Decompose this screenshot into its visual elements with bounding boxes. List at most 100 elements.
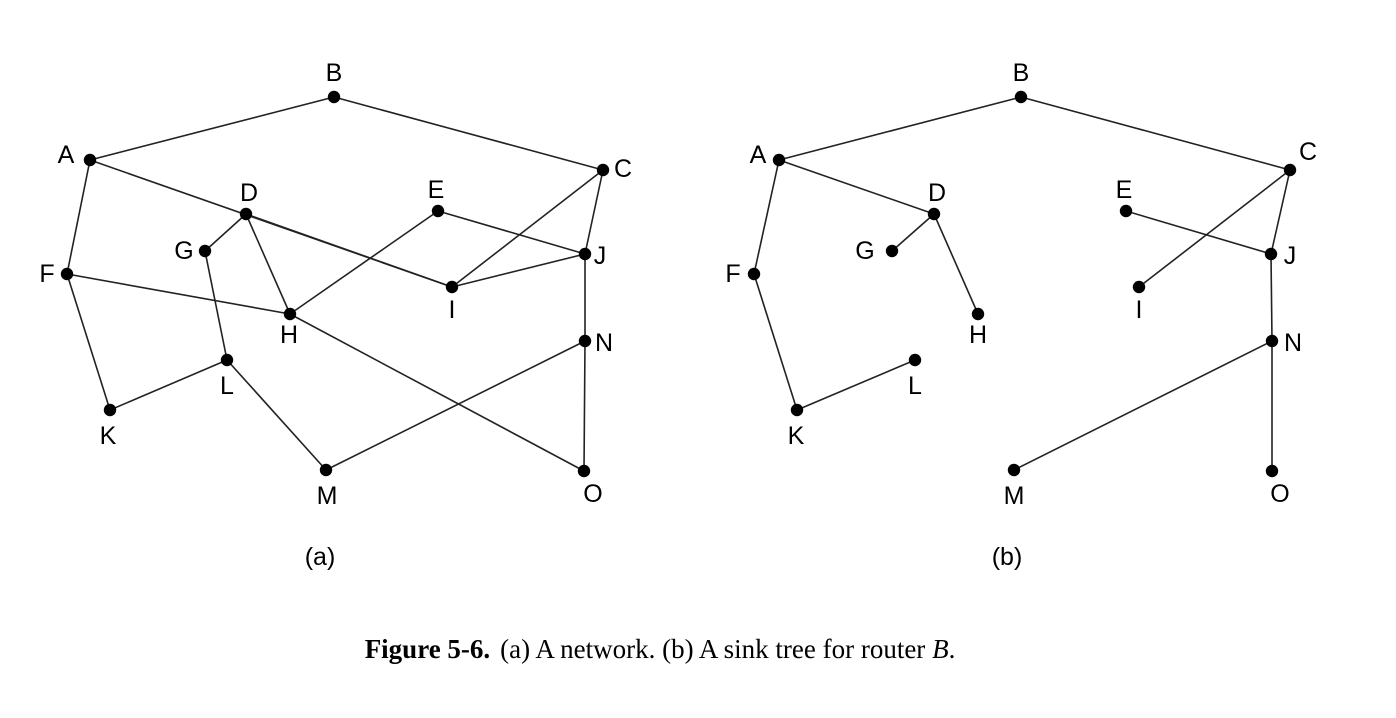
node-a-h [283, 307, 297, 321]
panel-label-a: (a) [305, 543, 336, 571]
node-label-b-m: M [1004, 482, 1025, 510]
figure-caption: Figure 5-6. (a) A network. (b) A sink tre… [0, 634, 1320, 665]
node-a-f [60, 267, 74, 281]
edge-a-e-h [289, 210, 439, 315]
node-b-a [772, 153, 786, 167]
edge-b-k-l [796, 359, 916, 411]
edge-a-n-o [583, 340, 586, 472]
node-label-b-c: C [1299, 138, 1317, 166]
node-label-a-c: C [614, 155, 632, 183]
caption-italic-router: B [932, 634, 949, 664]
node-label-a-j: J [594, 242, 607, 270]
node-label-b-h: H [969, 321, 987, 349]
node-a-b [327, 90, 341, 104]
node-label-b-e: E [1116, 176, 1133, 204]
edge-a-d-i [245, 213, 453, 288]
edge-b-m-n [1013, 340, 1273, 471]
edge-a-g-l [204, 250, 228, 361]
node-b-g [885, 244, 899, 258]
node-label-b-o: O [1270, 480, 1289, 508]
edge-b-d-h [933, 213, 979, 315]
node-label-a-l: L [220, 372, 234, 400]
node-label-a-h: H [280, 321, 298, 349]
node-label-a-d: D [240, 179, 258, 207]
node-label-a-a: A [58, 141, 75, 169]
edge-a-l-m [226, 359, 327, 471]
node-label-a-e: E [428, 176, 445, 204]
edge-a-d-g [204, 213, 247, 252]
node-b-i [1132, 280, 1146, 294]
node-label-b-g: G [855, 237, 874, 265]
node-a-n [578, 334, 592, 348]
edge-a-k-l [109, 359, 228, 411]
node-b-c [1283, 163, 1297, 177]
node-a-o [577, 464, 591, 478]
edge-a-h-o [289, 313, 585, 472]
edge-b-c-j [1270, 169, 1291, 255]
edge-a-a-f [66, 159, 91, 275]
node-b-b [1014, 90, 1028, 104]
edge-a-f-h [66, 273, 291, 315]
edge-b-a-d [778, 159, 935, 215]
node-a-g [198, 244, 212, 258]
node-a-l [220, 353, 234, 367]
caption-period: . [948, 634, 956, 664]
panel-label-b: (b) [992, 543, 1023, 571]
node-label-b-f: F [725, 260, 740, 288]
caption-text: (a) A network. (b) A sink tree for route… [500, 634, 933, 664]
edge-a-a-b [89, 96, 335, 161]
edge-a-d-h [245, 213, 291, 315]
node-b-f [747, 267, 761, 281]
node-a-e [431, 204, 445, 218]
node-label-a-o: O [583, 480, 602, 508]
node-b-h [971, 307, 985, 321]
node-b-j [1264, 247, 1278, 261]
edge-b-a-f [753, 159, 780, 275]
node-b-n [1265, 334, 1279, 348]
node-a-k [103, 403, 117, 417]
node-a-a [83, 153, 97, 167]
panel-b-sink-tree: A B C D E F G H I J K L M N O (b) [725, 59, 1317, 571]
edge-b-e-j [1125, 210, 1272, 255]
node-b-m [1007, 463, 1021, 477]
edge-b-f-k [753, 273, 798, 411]
node-label-b-i: I [1136, 296, 1143, 324]
node-a-j [578, 247, 592, 261]
node-label-a-f: F [39, 260, 54, 288]
edge-a-i-j [451, 253, 586, 288]
node-label-b-j: J [1284, 242, 1297, 270]
node-label-a-k: K [100, 422, 117, 450]
node-a-m [319, 463, 333, 477]
node-label-a-n: N [595, 329, 613, 357]
node-b-k [790, 403, 804, 417]
node-label-a-b: B [326, 59, 343, 87]
edge-b-c-i [1138, 169, 1291, 288]
node-a-i [445, 280, 459, 294]
node-label-a-i: I [449, 296, 456, 324]
edge-a-f-k [66, 273, 111, 411]
edge-a-c-j [584, 169, 604, 255]
node-label-b-n: N [1284, 329, 1302, 357]
node-b-o [1265, 464, 1279, 478]
node-a-d [239, 207, 253, 221]
edge-a-b-c [333, 96, 604, 171]
edge-b-b-c [1020, 96, 1291, 171]
node-label-b-l: L [908, 372, 922, 400]
node-b-l [908, 353, 922, 367]
node-label-b-k: K [788, 422, 805, 450]
caption-label: Figure 5-6. [364, 634, 491, 664]
edge-b-a-b [778, 96, 1022, 161]
node-b-d [927, 207, 941, 221]
node-label-a-m: M [317, 482, 338, 510]
node-label-b-b: B [1013, 59, 1030, 87]
node-label-b-d: D [928, 179, 946, 207]
node-label-b-a: A [750, 141, 767, 169]
edge-b-d-g [891, 213, 935, 252]
edge-a-c-i [451, 169, 604, 288]
node-b-e [1119, 204, 1133, 218]
edge-a-m-n [325, 340, 586, 471]
node-a-c [596, 163, 610, 177]
edge-b-j-n [1270, 253, 1273, 342]
